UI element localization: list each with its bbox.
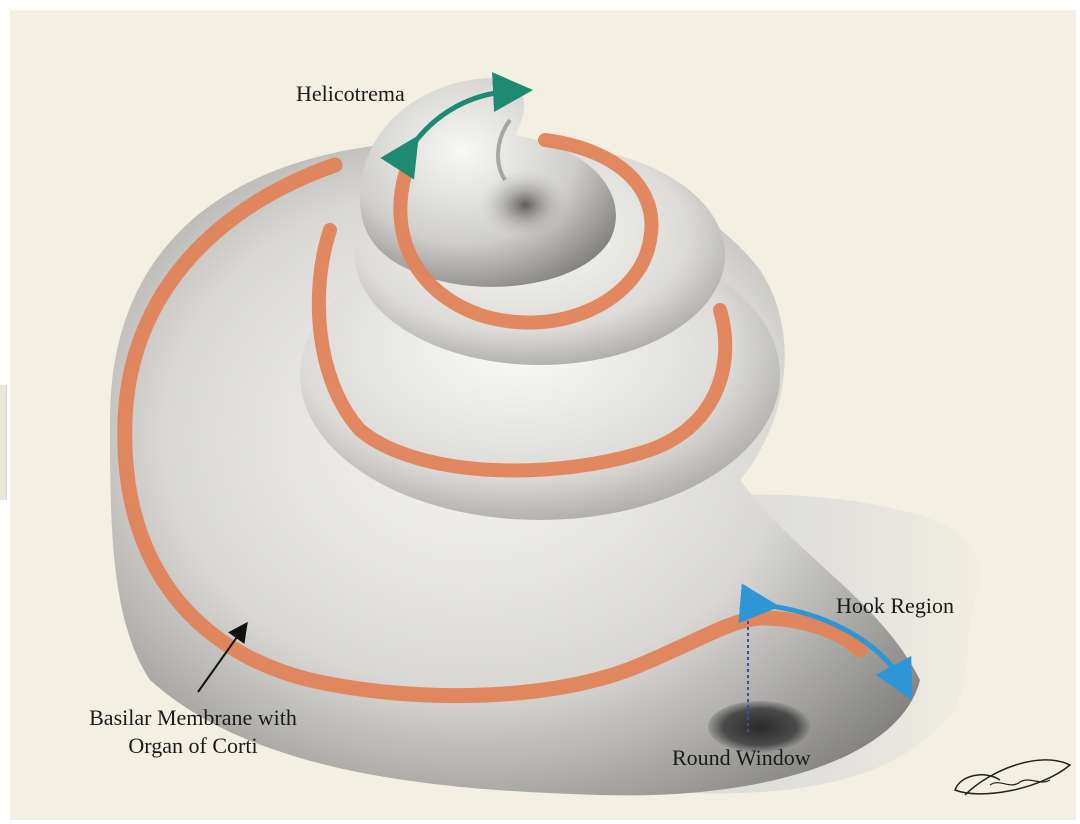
round-window-label: Round Window — [672, 744, 811, 772]
basilar-membrane-label-line1: Basilar Membrane with — [58, 704, 328, 732]
basilar-membrane-label: Basilar Membrane with Organ of Corti — [58, 704, 328, 760]
artist-signature — [955, 760, 1070, 795]
apex-center — [480, 170, 570, 240]
basilar-membrane-label-line2: Organ of Corti — [58, 732, 328, 760]
cochlea-illustration — [10, 10, 1076, 820]
hook-region-label: Hook Region — [836, 592, 954, 620]
page-edge-tab — [0, 385, 7, 500]
cochlea-drawing — [10, 10, 1076, 820]
helicotrema-label: Helicotrema — [296, 80, 405, 108]
